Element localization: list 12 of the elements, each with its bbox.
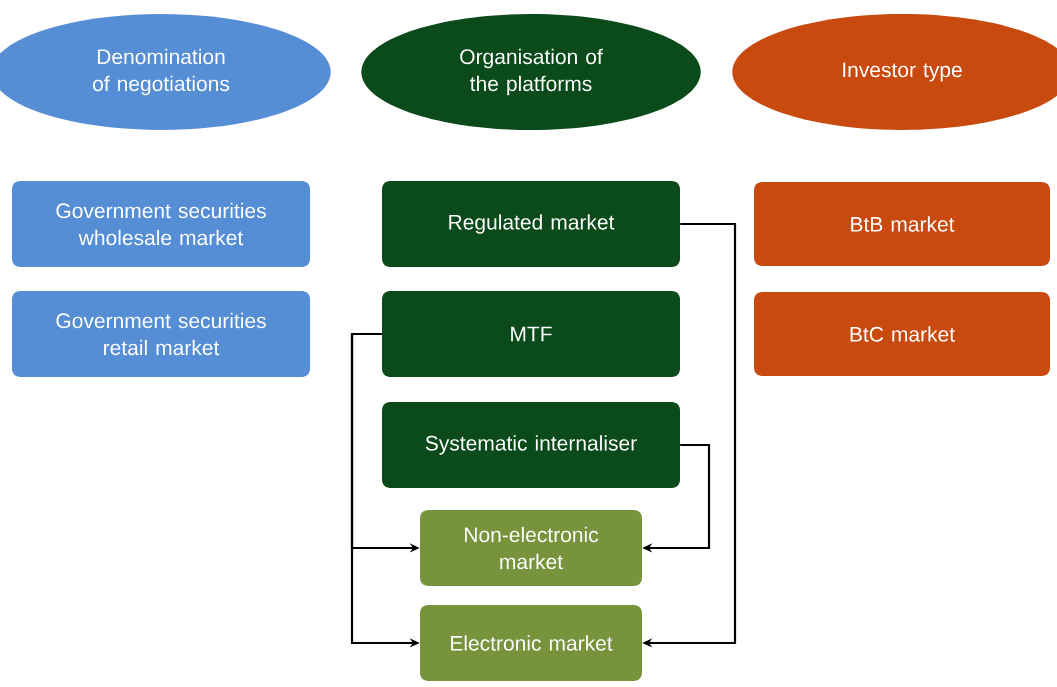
- rounded-box: Regulated market: [382, 181, 680, 267]
- rounded-box: BtB market: [754, 182, 1050, 266]
- rounded-box: BtC market: [754, 292, 1050, 376]
- oval-heading: Organisation of the platforms: [361, 14, 701, 130]
- rounded-box: MTF: [382, 291, 680, 377]
- rounded-box: Electronic market: [420, 605, 642, 681]
- rounded-box: Systematic internaliser: [382, 402, 680, 488]
- rounded-box: Non-electronic market: [420, 510, 642, 586]
- oval-heading: Denomination of negotiations: [0, 14, 331, 130]
- rounded-box: Government securities retail market: [12, 291, 310, 377]
- oval-heading: Investor type: [732, 14, 1057, 130]
- rounded-box: Government securities wholesale market: [12, 181, 310, 267]
